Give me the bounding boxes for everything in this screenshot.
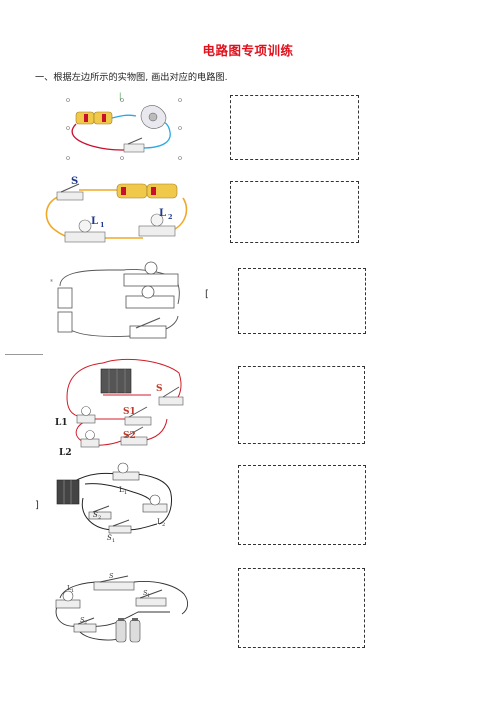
lamp1-subscript: 1: [100, 221, 105, 229]
switch1-label: S: [107, 534, 112, 542]
circuit-figure-2: S L 1 L 2: [45, 176, 188, 243]
switch1-label: S: [143, 589, 148, 597]
answer-box-2[interactable]: [230, 181, 359, 243]
circuit-figure-5: L 1 L 2 S 2 S 1: [56, 462, 172, 542]
lamp-subscript: 1: [71, 588, 74, 594]
lamp2-subscript: 2: [168, 213, 173, 221]
switch1-subscript: 1: [147, 593, 150, 599]
instruction-text: 一、根据左边所示的实物图, 画出对应的电路图.: [35, 72, 228, 83]
lamp2-subscript: 2: [162, 522, 165, 528]
lamp1-subscript: 1: [124, 490, 127, 496]
lamp2-label: L: [157, 518, 162, 526]
lamp2-label: L2: [59, 448, 72, 457]
rotate-handle-mark: |: [119, 92, 121, 100]
lamp1-label: L1: [55, 418, 68, 428]
switch1-label: S1: [123, 407, 136, 417]
lamp2-label: L: [159, 208, 166, 219]
bracket-mark-1: [: [205, 289, 209, 300]
switch2-subscript: 2: [84, 620, 87, 626]
answer-box-3[interactable]: [238, 268, 366, 334]
switch2-subscript: 2: [98, 515, 101, 521]
lamp-label: L: [67, 584, 72, 592]
answer-box-5[interactable]: [238, 465, 366, 545]
answer-box-6[interactable]: [238, 568, 365, 648]
switch1-subscript: 1: [112, 538, 115, 542]
lamp1-label: L: [91, 216, 98, 227]
bullet-mark: *: [50, 279, 53, 286]
switch-label: S: [109, 572, 114, 580]
circuit-figure-4: S S1 S2 L1 L2: [55, 358, 184, 457]
divider-line: [5, 354, 43, 355]
switch2-label: S: [80, 616, 85, 624]
answer-box-4[interactable]: [238, 366, 365, 444]
switch-label: S: [156, 384, 163, 394]
switch2-label: S: [93, 511, 98, 519]
circuit-figure-1: |: [66, 92, 182, 160]
lamp1-label: L: [119, 486, 124, 494]
switch2-label: S2: [123, 431, 136, 441]
circuit-figure-3: *: [50, 261, 180, 339]
bracket-mark-2: ]: [35, 500, 39, 511]
answer-box-1[interactable]: [230, 95, 359, 160]
switch-label: S: [71, 176, 78, 187]
page-title: 电路图专项训练: [202, 43, 294, 58]
circuit-figure-6: S L 1 S 1 S 2: [55, 572, 189, 643]
